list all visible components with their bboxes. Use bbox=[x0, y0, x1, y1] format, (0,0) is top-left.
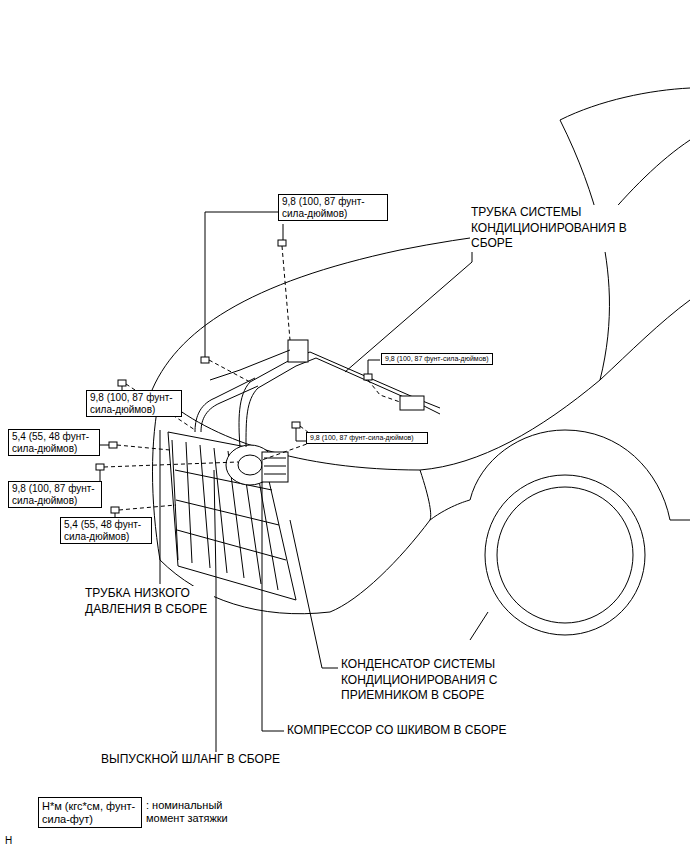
part-label: H bbox=[4, 834, 13, 847]
torque-value: 9,8 (100, 87 фунт-сила-дюймов) bbox=[282, 196, 384, 219]
torque-box: 5,4 (55, 48 фунт-сила-дюймов) bbox=[60, 517, 152, 544]
part-label: ВЫПУСКНОЙ ШЛАНГ В СБОРЕ bbox=[100, 752, 281, 768]
torque-box: 9,8 (100, 87 фунт-сила-дюймов) bbox=[8, 481, 102, 508]
legend-box: Н*м (кгс*см, фунт-сила-фут): номинальный… bbox=[38, 797, 256, 828]
torque-value: 5,4 (55, 48 фунт-сила-дюймов) bbox=[64, 519, 148, 542]
torque-box: 5,4 (55, 48 фунт-сила-дюймов) bbox=[8, 429, 100, 456]
torque-box: 9,8 (100, 87 фунт-сила-дюймов) bbox=[86, 390, 182, 417]
part-label: ТРУБКА СИСТЕМЫ КОНДИЦИОНИРОВАНИЯ В СБОРЕ bbox=[470, 205, 657, 252]
torque-value: 5,4 (55, 48 фунт-сила-дюймов) bbox=[12, 431, 96, 454]
legend-text: : номинальный момент затяжки bbox=[142, 797, 256, 824]
torque-value: 9,8 (100, 87 фунт-сила-дюймов) bbox=[310, 434, 424, 442]
part-label: КОМПРЕССОР СО ШКИВОМ В СБОРЕ bbox=[286, 723, 508, 739]
part-label: КОНДЕНСАТОР СИСТЕМЫ КОНДИЦИОНИРОВАНИЯ С … bbox=[340, 657, 572, 704]
torque-value: 9,8 (100, 87 фунт-сила-дюймов) bbox=[12, 483, 98, 506]
part-label: ТРУБКА НИЗКОГО ДАВЛЕНИЯ В СБОРЕ bbox=[84, 586, 214, 617]
torque-value: 9,8 (100, 87 фунт-сила-дюймов) bbox=[385, 355, 489, 363]
torque-box: 9,8 (100, 87 фунт-сила-дюймов) bbox=[381, 353, 493, 365]
torque-box: 9,8 (100, 87 фунт-сила-дюймов) bbox=[278, 194, 388, 221]
unit-sample: Н*м (кгс*см, фунт-сила-фут) bbox=[38, 797, 142, 828]
torque-value: 9,8 (100, 87 фунт-сила-дюймов) bbox=[90, 392, 178, 415]
torque-box: 9,8 (100, 87 фунт-сила-дюймов) bbox=[306, 432, 428, 444]
